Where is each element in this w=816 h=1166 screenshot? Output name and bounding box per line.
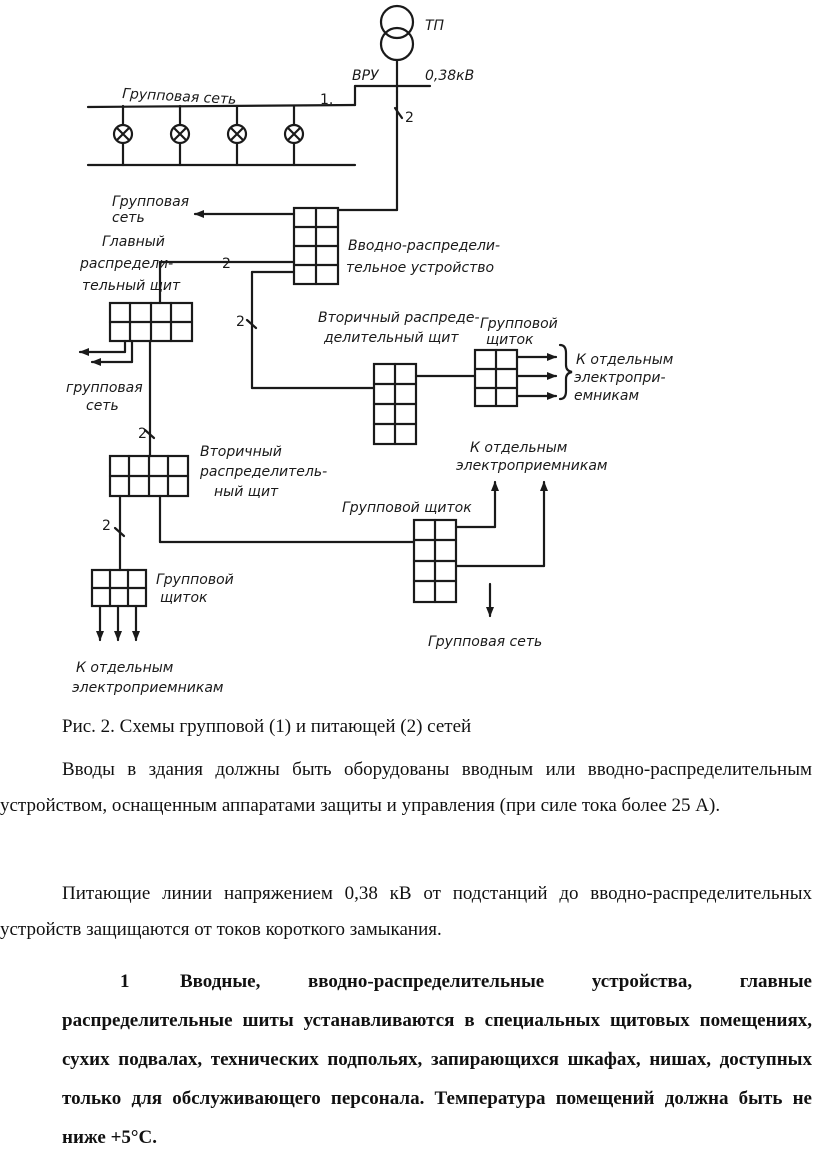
group-net-lower-label-1: групповая [66, 380, 143, 396]
num2-bottom-label: 2 [102, 518, 111, 534]
consumers-bottom-label-2: электроприемникам [72, 680, 224, 696]
group-net-top-label: Групповая сеть [122, 86, 237, 108]
num2-top-label: 2 [405, 110, 414, 126]
group-net-bottom-label: Групповая сеть [428, 634, 542, 650]
item-number: 1 [120, 971, 130, 992]
num2-main-label: 2 [222, 256, 231, 272]
group-panel-bottom-label-2: щиток [160, 590, 208, 606]
secondary-board-low-label-2: распределитель- [199, 464, 327, 480]
main-distribution-board [108, 301, 194, 343]
secondary-board-right-label-2: делительный щит [323, 330, 459, 346]
consumers-right-label-1: К отдельным [576, 352, 674, 368]
group-panel-bottom-label-1: Групповой [156, 572, 234, 588]
transformer-symbol [379, 4, 415, 94]
group-panel-mid-label: Групповой щиток [342, 500, 472, 516]
group-panel-right-label-2: щиток [486, 332, 534, 348]
group-net-lower-label-2: сеть [86, 398, 119, 414]
intro-device-label-2: тельное устройство [346, 260, 494, 276]
group-panel-mid [412, 518, 458, 604]
intro-device-label-1: Вводно-распредели- [348, 238, 500, 254]
secondary-board-low-label-3: ный щит [214, 484, 279, 500]
main-board-label-1: Главный [102, 234, 165, 250]
item-text: Вводные, вводно-распределительные устрой… [62, 971, 812, 1148]
vru-label: ВРУ [352, 68, 380, 84]
main-board-label-2: распредели- [79, 256, 173, 272]
secondary-board-low [108, 454, 190, 498]
group-net-left-label-2: сеть [112, 210, 145, 226]
network-schematic: ТП ВРУ 0,38кВ Групповая сеть 1. 2 Группо… [66, 4, 674, 696]
tp-label: ТП [425, 18, 445, 34]
main-board-label-3: тельный щит [82, 278, 181, 294]
consumers-bottom-label-1: К отдельным [76, 660, 174, 676]
secondary-board-low-label-1: Вторичный [200, 444, 282, 460]
num1-label: 1. [320, 92, 333, 108]
consumers-right-label-3: емникам [574, 388, 639, 404]
voltage-label: 0,38кВ [425, 68, 474, 84]
group-panel-right-label-1: Групповой [480, 316, 558, 332]
consumers-mid-label-2: электроприемникам [456, 458, 608, 474]
num2-low-label: 2 [138, 426, 147, 442]
group-network-lamps [86, 103, 357, 167]
paragraph-inputs: Вводы в здания должны быть оборудованы в… [0, 759, 812, 816]
secondary-board-right-label-1: Вторичный распреде- [318, 310, 480, 326]
consumers-mid-label-1: К отдельным [470, 440, 568, 456]
paragraph-feeders: Питающие линии напряжением 0,38 кВ от по… [0, 883, 812, 940]
consumers-right-label-2: электропри- [574, 370, 666, 386]
group-panel-right [473, 348, 519, 408]
group-panel-bottom [90, 568, 148, 608]
figure-caption: Рис. 2. Схемы групповой (1) и питающей (… [62, 716, 472, 737]
secondary-board-right [372, 362, 418, 446]
num2-mid-label: 2 [236, 314, 245, 330]
group-net-left-label-1: Групповая [112, 194, 189, 210]
intro-distribution-device [292, 206, 340, 286]
